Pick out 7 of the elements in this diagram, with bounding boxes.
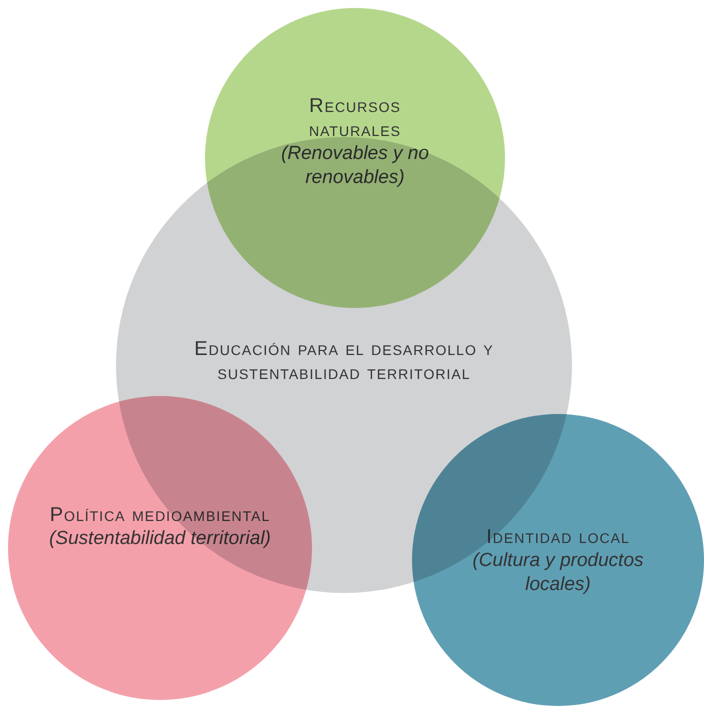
circle-subtitle: (Renovables y no renovables) [280,142,430,190]
circle-title: Educación para el desarrollo y sustentabilidad territorial [193,337,495,385]
circle-title: Recursos naturales [308,94,402,142]
circle-subtitle: (Cultura y productos locales) [471,549,645,597]
circle-title: Identidad local [485,525,631,549]
circle-subtitle: (Sustentabilidad territorial) [48,527,272,551]
circle-title: Política medioambiental [48,503,272,527]
